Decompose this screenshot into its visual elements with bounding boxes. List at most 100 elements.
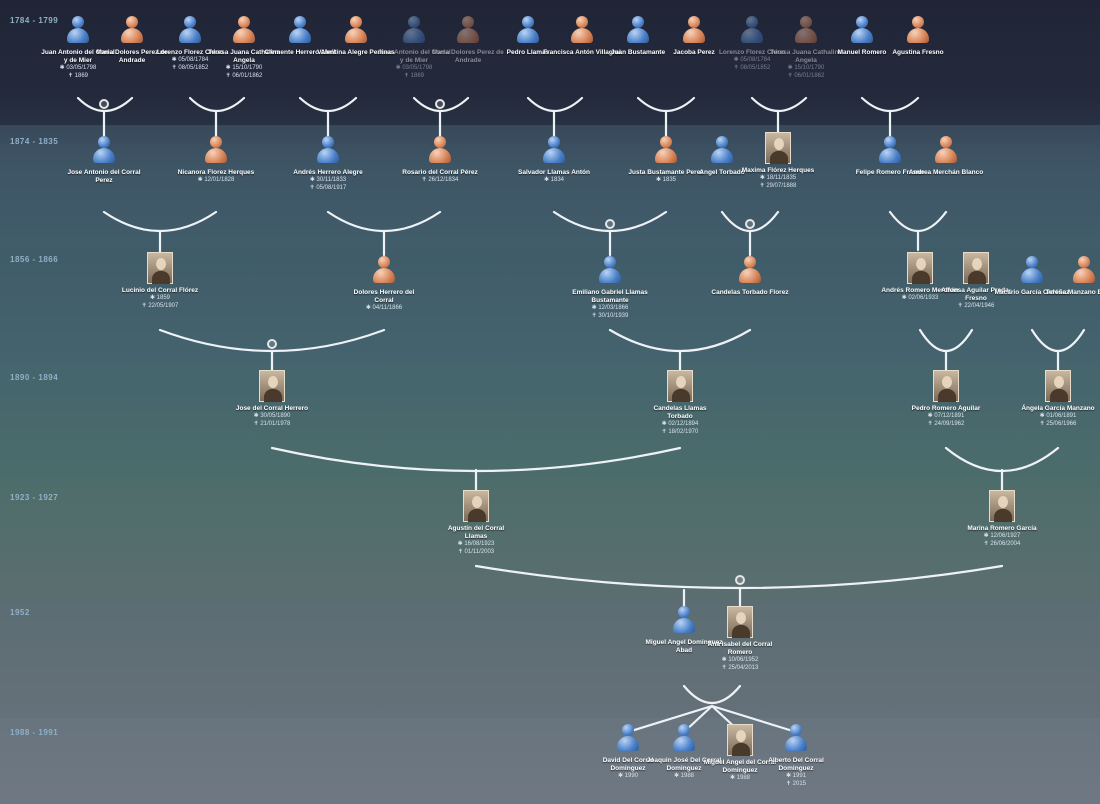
person-card[interactable]: Candelas Torbado Florez <box>711 256 789 297</box>
female-avatar-icon <box>456 16 480 46</box>
person-name: Maria Dolores Perez de Andrade <box>96 49 168 64</box>
person-card[interactable]: David Del Corral Dominguez✱ 1990 <box>589 724 667 781</box>
person-card[interactable]: Valentina Alegre Perlinas <box>317 16 395 57</box>
person-card[interactable]: Lucinio del Corral Flórez✱ 1859✝ 22/05/1… <box>121 252 199 310</box>
generation-label: 1874 - 1835 <box>10 137 59 146</box>
person-name: Jose Antonio del Corral Perez <box>67 169 141 184</box>
person-card[interactable]: Teresa Juana Cathalina Angela✱ 15/10/179… <box>767 16 845 80</box>
person-name: Miguel Angel del Corral Dominguez <box>703 759 777 774</box>
person-card[interactable]: Nicanora Florez Herques✱ 12/01/1828 <box>177 136 255 185</box>
person-card[interactable]: Andrés Romero Merchán✱ 02/06/1933 <box>881 252 959 303</box>
male-avatar-icon <box>598 256 622 286</box>
person-card[interactable]: Andrés Herrero Alegre✱ 30/11/1833✝ 05/08… <box>289 136 367 192</box>
marriage-ring-icon <box>99 99 109 109</box>
couple-link <box>298 96 358 112</box>
person-card[interactable]: Ángela García Manzano✱ 01/06/1891✝ 25/06… <box>1019 370 1097 428</box>
person-card[interactable]: Clemente Herrero Abril <box>261 16 339 57</box>
person-date: ✱ 05/08/1784 <box>733 57 771 63</box>
person-card[interactable]: Jacoba Perez <box>655 16 733 57</box>
couple-link <box>326 210 442 233</box>
person-date: ✱ 30/05/1890 <box>253 413 291 419</box>
person-name: Angel Torbado <box>699 169 745 176</box>
person-card[interactable]: Candelas Llamas Torbado✱ 02/12/1894✝ 18/… <box>641 370 719 436</box>
person-name: Lorenzo Florez Chico <box>156 49 224 56</box>
couple-link <box>526 96 584 112</box>
person-card[interactable]: Manuel Romero <box>823 16 901 57</box>
female-avatar-icon <box>570 16 594 46</box>
couple-link <box>412 96 470 112</box>
person-card[interactable]: Lorenzo Florez Chico✱ 05/08/1784✝ 08/05/… <box>151 16 229 72</box>
person-card[interactable]: Marina Romero García✱ 12/06/1927✝ 26/06/… <box>963 490 1041 548</box>
person-card[interactable]: Miguel Angel del Corral Dominguez✱ 1988 <box>701 724 779 783</box>
person-card[interactable]: Juan Antonio del Corral y de Mier✱ 03/05… <box>39 16 117 80</box>
person-date: ✝ 05/08/1917 <box>309 184 347 191</box>
person-card[interactable]: Felipe Romero Fresno <box>851 136 929 177</box>
person-card[interactable]: Agustín del Corral Llamas✱ 16/08/1923✝ 0… <box>437 490 515 556</box>
person-date: ✱ 10/06/1952 <box>721 657 759 663</box>
female-avatar-icon <box>344 16 368 46</box>
generation-label: 1988 - 1991 <box>10 728 59 737</box>
person-card[interactable]: Jose Antonio del Corral Perez <box>65 136 143 185</box>
generation-band-7: 1988 - 1991 <box>0 718 1100 804</box>
person-card[interactable]: Joaquin José Del Corral Dominguez✱ 1988 <box>645 724 723 781</box>
female-avatar-icon <box>120 16 144 46</box>
person-card[interactable]: Maxima Flórez Herques✱ 18/11/1835✝ 29/07… <box>739 132 817 190</box>
male-avatar-icon <box>850 16 874 46</box>
person-name: Candelas Llamas Torbado <box>653 405 707 420</box>
person-card[interactable]: Ana Isabel del Corral Romero✱ 10/06/1952… <box>701 606 779 672</box>
person-card[interactable]: Pedro Llamas <box>489 16 567 57</box>
person-card[interactable]: Pedro Romero Aguilar✱ 07/12/1891✝ 24/09/… <box>907 370 985 428</box>
person-name: Candelas Torbado Florez <box>711 289 789 296</box>
person-card[interactable]: Teresa Juana Cathalina Angela✱ 15/10/179… <box>205 16 283 80</box>
person-name: Felipe Romero Fresno <box>855 169 925 176</box>
generation-label: 1952 <box>10 608 30 617</box>
person-card[interactable]: Lorenzo Florez Chico✱ 05/08/1784✝ 08/05/… <box>713 16 791 72</box>
male-avatar-icon <box>784 724 808 754</box>
person-name: Joaquin José Del Corral Dominguez <box>646 757 722 772</box>
person-card[interactable]: Maria Dolores Perez de Andrade <box>429 16 507 65</box>
person-card[interactable]: Miguel Angel Dominguez Abad <box>645 606 723 655</box>
person-card[interactable]: Salvador Llamas Antón✱ 1834 <box>515 136 593 185</box>
person-card[interactable]: Justa Bustamante Perez✱ 1835 <box>627 136 705 185</box>
female-avatar-icon <box>906 16 930 46</box>
person-name: Teresa Juana Cathalina Angela <box>207 49 281 64</box>
person-card[interactable]: Macario García Ordóñez <box>993 256 1071 297</box>
person-card[interactable]: Andrea Merchán Blanco <box>907 136 985 177</box>
person-card[interactable]: Angel Torbado <box>683 136 761 177</box>
person-name: Salvador Llamas Antón <box>518 169 590 176</box>
marriage-ring-icon <box>267 339 277 349</box>
person-card[interactable]: Juan Antonio del Corral y de Mier✱ 03/05… <box>375 16 453 80</box>
person-date: ✝ 08/05/1852 <box>171 64 209 71</box>
person-card[interactable]: Maria Dolores Perez de Andrade <box>93 16 171 65</box>
person-date: ✱ 07/12/1891 <box>927 413 965 419</box>
person-date: ✝ 18/02/1970 <box>661 428 699 435</box>
person-card[interactable]: Teresa Manzano Estebas <box>1045 256 1100 297</box>
couple-link <box>188 96 246 112</box>
marriage-ring-icon <box>735 575 745 585</box>
person-date: ✱ 15/10/1790 <box>787 65 825 71</box>
person-card[interactable]: Dolores Herrero del Corral✱ 04/11/1866 <box>345 256 423 313</box>
female-avatar-icon <box>794 16 818 46</box>
person-card[interactable]: Alberto Del Corral Dominguez✱ 1991✝ 2015 <box>757 724 835 788</box>
couple-link <box>102 210 218 233</box>
portrait-photo <box>963 252 989 284</box>
person-date: ✱ 12/06/1927 <box>983 533 1021 539</box>
person-name: Agustina Fresno <box>892 49 944 56</box>
portrait-photo <box>727 724 753 756</box>
person-card[interactable]: Francisca Antón Villagrai <box>543 16 621 57</box>
person-card[interactable]: Juan Bustamante <box>599 16 677 57</box>
person-card[interactable]: Agustina Fresno <box>879 16 957 57</box>
person-card[interactable]: Jose del Corral Herrero✱ 30/05/1890✝ 21/… <box>233 370 311 428</box>
person-date: ✱ 15/10/1790 <box>225 65 263 71</box>
person-card[interactable]: Rosario del Corral Pérez✝ 26/12/1834 <box>401 136 479 185</box>
person-date: ✱ 1988 <box>729 775 751 781</box>
person-card[interactable]: Alfonsa Aguilar Prada-Fresno✝ 22/04/1946 <box>937 252 1015 311</box>
portrait-photo <box>765 132 791 164</box>
person-name: David Del Corral Dominguez <box>602 757 654 772</box>
couple-link <box>682 684 742 704</box>
person-card[interactable]: Emiliano Gabriel Llamas Bustamante✱ 12/0… <box>571 256 649 320</box>
descent-link <box>626 704 714 734</box>
person-name: Marina Romero García <box>967 525 1037 532</box>
